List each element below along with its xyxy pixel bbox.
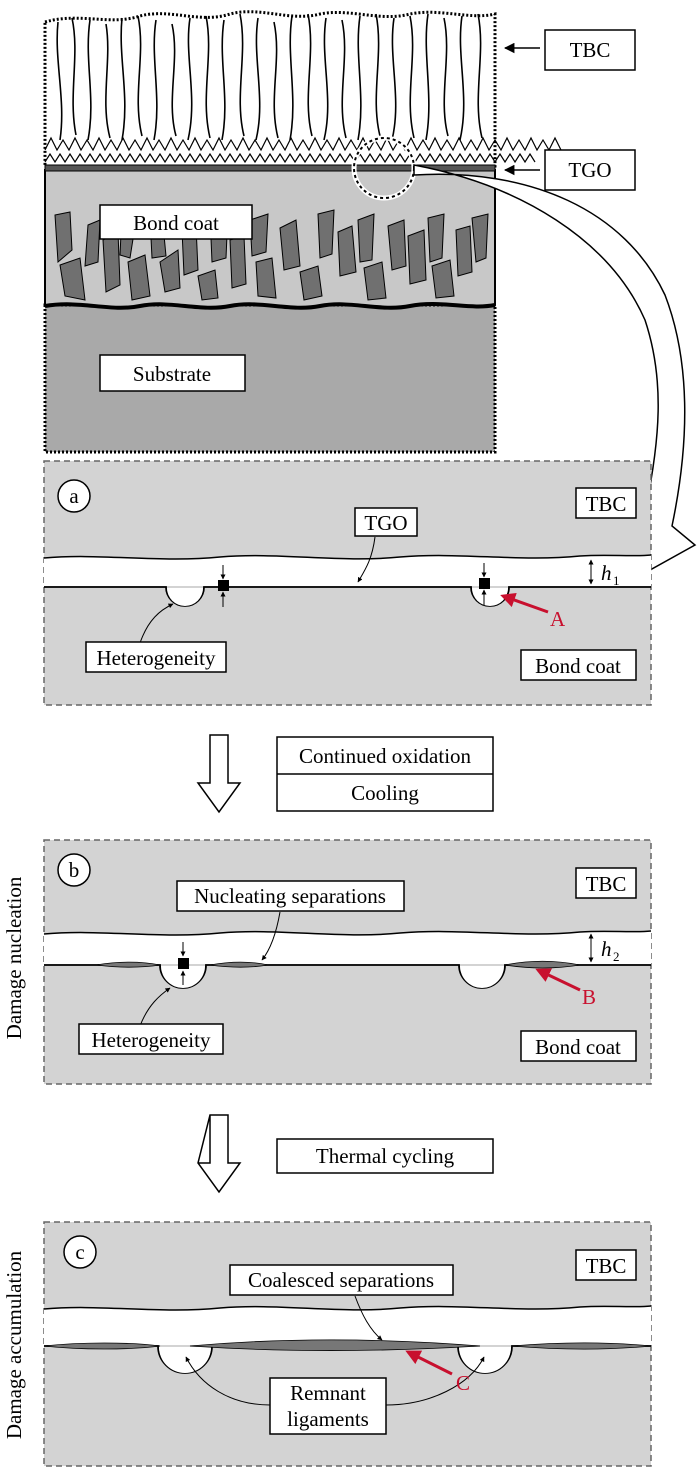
panel-a-thickness-sub: 1 — [613, 573, 620, 588]
panel-c-tbc-box — [575, 1249, 637, 1281]
step-1: Continued oxidation Cooling — [196, 734, 494, 814]
panel-a-gap — [44, 555, 651, 586]
panel-c-separations — [43, 1339, 652, 1351]
damage-accumulation-label: Damage accumulation — [2, 1250, 26, 1439]
panel-b-thickness-label: h — [601, 937, 612, 961]
panel-a-thickness-markers — [218, 563, 490, 607]
tbc-fine-grains — [44, 136, 562, 164]
panel-b-heterogeneity-box — [78, 1023, 224, 1055]
panel-c-tbc-label: TBC — [586, 1254, 627, 1278]
tbc-label: TBC — [570, 38, 611, 62]
tgo-label-box — [544, 149, 636, 191]
panel-a-heterogeneity-label: Heterogeneity — [97, 646, 216, 670]
panel-a-thickness-label: h — [601, 561, 612, 585]
panel-c-gap — [44, 1306, 651, 1345]
panel-b-heterogeneity-label: Heterogeneity — [92, 1028, 211, 1052]
bond-coat-label-box — [99, 204, 253, 240]
panel-b-gap — [44, 931, 651, 964]
panel-c-remnant-line2: ligaments — [287, 1407, 369, 1431]
panel-b-separations — [95, 960, 581, 969]
panel-a-heterogeneity-box — [85, 641, 227, 673]
substrate-label: Substrate — [133, 362, 211, 386]
bond-coat-label: Bond coat — [133, 211, 219, 235]
panel-a-tbc-box — [575, 487, 637, 519]
tbc-label-box — [544, 29, 636, 71]
panel-b-bond-coat-box — [520, 1030, 637, 1062]
tgo-band — [44, 164, 496, 172]
panel-b-nucleating-label: Nucleating separations — [194, 884, 386, 908]
substrate-label-box — [99, 354, 246, 392]
magnification-arrow — [413, 164, 697, 572]
step-1-arrow — [196, 734, 242, 814]
panel-a-bond-coat-label: Bond coat — [535, 654, 621, 678]
panel-c-coalesced-box — [229, 1264, 454, 1296]
panel-b-thickness-sub: 2 — [613, 949, 620, 964]
tgo-label: TGO — [568, 158, 611, 182]
panel-b-nucleating-box — [176, 880, 405, 912]
panel-a-letter: a — [69, 484, 79, 508]
panel-b-letter: b — [69, 858, 80, 882]
step-2-label: Thermal cycling — [316, 1144, 455, 1168]
panel-c-letter: c — [75, 1240, 84, 1264]
panel-c-remnant-line1: Remnant — [290, 1381, 366, 1405]
damage-nucleation-label: Damage nucleation — [2, 876, 26, 1039]
tbc-columns — [56, 13, 483, 141]
panel-a-marker: A — [550, 607, 566, 631]
panel-a: a TBC TGO h 1 Heterogeneity Bond coat A — [43, 460, 652, 706]
panel-c-coalesced-label: Coalesced separations — [248, 1268, 434, 1292]
panel-c-marker: C — [456, 1371, 470, 1395]
panel-b-tgo — [44, 964, 651, 989]
panel-b-marker: B — [582, 985, 596, 1009]
step-2-box — [276, 1138, 494, 1174]
panel-a-tgo-box — [354, 507, 418, 537]
panel-b-bond-coat-label: Bond coat — [535, 1035, 621, 1059]
panel-c: c TBC Coalesced separations Remnant liga… — [43, 1221, 652, 1467]
panel-a-tbc-label: TBC — [586, 492, 627, 516]
top-schematic: TBC TGO Bond coat Substrate — [43, 10, 636, 454]
panel-b: b TBC Nucleating separations h 2 Heterog… — [43, 839, 652, 1085]
step-2-arrow — [197, 1114, 242, 1194]
panel-c-remnant-box — [269, 1377, 387, 1435]
panel-b-thickness-marker — [178, 942, 189, 985]
panel-b-tbc-label: TBC — [586, 872, 627, 896]
step-1-line1: Continued oxidation — [299, 744, 472, 768]
panel-a-bond-coat-box — [520, 649, 637, 681]
step-2: Thermal cycling — [197, 1114, 494, 1194]
step-1-line2: Cooling — [351, 781, 419, 805]
panel-b-tbc-box — [575, 867, 637, 899]
panel-a-tgo-label: TGO — [364, 511, 407, 535]
tbc-layer — [43, 10, 497, 168]
